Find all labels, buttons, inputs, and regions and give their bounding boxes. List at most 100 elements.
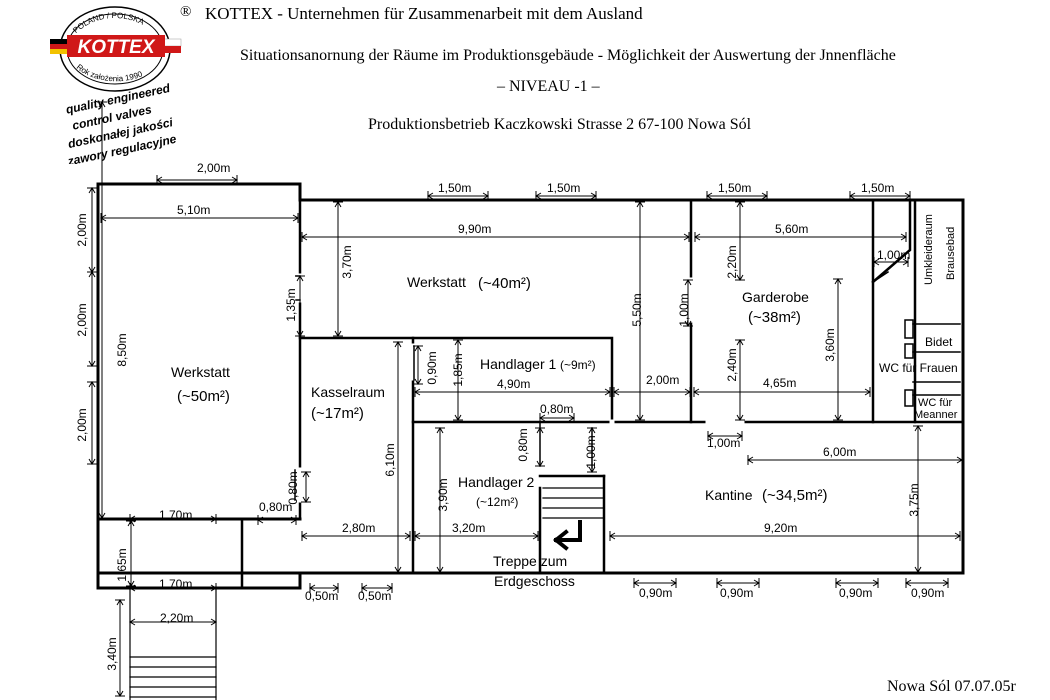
dimension-label: 1,50m bbox=[547, 181, 580, 195]
logo-brand-band bbox=[67, 35, 165, 57]
dimension-arrow bbox=[88, 381, 96, 388]
dimension-label: 0,80m bbox=[286, 471, 300, 504]
dimension-arrow bbox=[361, 584, 368, 592]
dimension-label: 1,00m bbox=[877, 248, 910, 262]
dimension-label: 3,90m bbox=[436, 478, 450, 511]
room-werkstatt-40: Werkstatt bbox=[407, 274, 466, 290]
dimension-arrow bbox=[736, 274, 744, 281]
dimension-arrow bbox=[100, 214, 107, 222]
dimension-arrow bbox=[835, 579, 842, 587]
area-garderobe: (~38m²) bbox=[748, 309, 801, 326]
dimension-arrow bbox=[694, 233, 701, 241]
dimension-arrow bbox=[753, 579, 760, 587]
dimension-arrow bbox=[454, 339, 462, 346]
dimension-arrow bbox=[302, 471, 310, 478]
level-label: – NIVEAU -1 – bbox=[497, 78, 600, 95]
dimension-label: 0,80m bbox=[516, 428, 530, 461]
dimension-arrow bbox=[873, 258, 880, 266]
stair-arrow bbox=[554, 520, 582, 542]
dimension-arrow bbox=[210, 584, 217, 592]
dimension-arrow bbox=[127, 580, 135, 587]
dimension-arrow bbox=[129, 618, 136, 626]
dimension-label: 6,00m bbox=[823, 445, 856, 459]
dimension-arrow bbox=[636, 201, 644, 208]
dimension-arrow bbox=[334, 201, 342, 208]
dimension-label: 3,20m bbox=[452, 521, 485, 535]
dimension-arrow bbox=[900, 233, 907, 241]
sanitary-fixtures bbox=[904, 319, 961, 407]
dimension-arrow bbox=[98, 101, 106, 108]
dimension-arrow bbox=[532, 532, 539, 540]
company-line: KOTTEX - Unternehmen für Zusammenarbeit … bbox=[205, 4, 643, 23]
dimension-arrow bbox=[436, 566, 444, 573]
dimension-arrow bbox=[127, 520, 135, 527]
dimension-arrow bbox=[590, 192, 597, 200]
dimension-arrow bbox=[332, 584, 339, 592]
dimension-arrow bbox=[956, 456, 963, 464]
room-bidet: Bidet bbox=[925, 335, 953, 349]
dimension-arrow bbox=[210, 618, 217, 626]
dimension-arrow bbox=[536, 427, 544, 434]
room-brausebad: Brausebad bbox=[945, 227, 957, 280]
dimension-label: 1,65m bbox=[115, 548, 129, 581]
dimension-arrow bbox=[482, 192, 489, 200]
dimension-arrow bbox=[849, 192, 856, 200]
area-kantine: (~34,5m²) bbox=[762, 487, 827, 504]
room-garderobe: Garderobe bbox=[742, 289, 809, 305]
dimension-arrow bbox=[210, 515, 217, 523]
room-wc-maenner-2: Meanner bbox=[914, 409, 958, 421]
dimension-arrow bbox=[942, 579, 949, 587]
dimension-label: 2,00m bbox=[197, 161, 230, 175]
dimension-label: 5,10m bbox=[177, 203, 210, 217]
dimension-arrow bbox=[693, 388, 700, 396]
dimension-label: 0,90m bbox=[720, 586, 753, 600]
dimension-arrow bbox=[914, 425, 922, 432]
dimension-label: 3,70m bbox=[340, 245, 354, 278]
dimension-arrow bbox=[386, 584, 393, 592]
dimension-arrow bbox=[414, 388, 421, 396]
dimension-arrow bbox=[736, 201, 744, 208]
dimension-label: 9,90m bbox=[458, 222, 491, 236]
dimension-label: 8,50m bbox=[115, 333, 129, 366]
dimension-arrow bbox=[334, 330, 342, 337]
dimension-label: 4,90m bbox=[497, 377, 530, 391]
dimension-arrow bbox=[636, 414, 644, 421]
dimension-arrow bbox=[296, 330, 304, 337]
dimension-arrow bbox=[535, 192, 542, 200]
dimension-arrow bbox=[872, 579, 879, 587]
dimension-label: 3,60m bbox=[823, 328, 837, 361]
dimension-arrow bbox=[834, 414, 842, 421]
dimension-arrow bbox=[536, 460, 544, 467]
dimension-arrow bbox=[914, 566, 922, 573]
dimension-label: 1,70m bbox=[159, 577, 192, 591]
dimension-arrow bbox=[309, 584, 316, 592]
dimension-arrow bbox=[904, 192, 911, 200]
dimension-arrow bbox=[588, 427, 596, 434]
room-werkstatt-50: Werkstatt bbox=[171, 364, 230, 380]
dimension-arrow bbox=[716, 579, 723, 587]
dimension-arrow bbox=[454, 414, 462, 421]
dimension-label: 2,20m bbox=[160, 611, 193, 625]
dimension-arrow bbox=[116, 690, 124, 697]
kottex-logo: POLAND / POLSKA Rok założenia 1990 KOTTE… bbox=[50, 6, 182, 164]
dimension-label: 1,50m bbox=[861, 181, 894, 195]
area-werkstatt-50: (~50m²) bbox=[177, 388, 230, 405]
dimension-arrow bbox=[436, 427, 444, 434]
dimension-arrow bbox=[707, 432, 714, 440]
dimension-arrow bbox=[290, 516, 297, 524]
dimension-arrow bbox=[301, 233, 308, 241]
dimension-label: 1,50m bbox=[438, 181, 471, 195]
dimension-arrow bbox=[864, 388, 871, 396]
dimension-arrow bbox=[414, 345, 422, 352]
dimension-arrow bbox=[609, 532, 616, 540]
page-title: Situationsanornung der Räume im Produkti… bbox=[240, 47, 896, 64]
dimension-label: 0,80m bbox=[540, 402, 573, 416]
dimension-arrow bbox=[257, 516, 264, 524]
dimension-arrow bbox=[98, 512, 106, 519]
dimension-label: 1,85m bbox=[451, 353, 465, 386]
room-handlager-1: Handlager 1 bbox=[480, 356, 556, 372]
dimension-label: 3,75m bbox=[907, 483, 921, 516]
dimension-arrow bbox=[834, 278, 842, 285]
